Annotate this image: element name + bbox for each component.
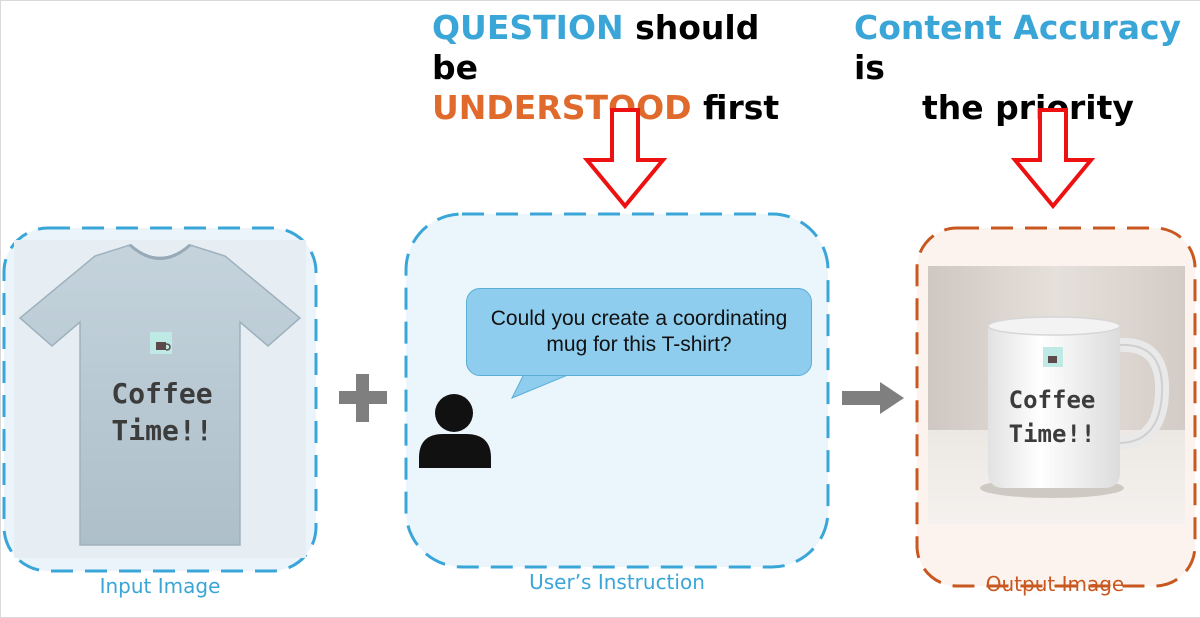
mug-print-line2: Time!! (1009, 420, 1096, 448)
headline-should-be: should be (432, 8, 760, 87)
headline-first: first (703, 88, 780, 127)
instruction-text: Could you create a coordinating mug for … (490, 307, 788, 356)
red-arrow-left-icon (582, 108, 668, 210)
input-image-caption: Input Image (99, 574, 221, 598)
headline-the-priority: the priority (922, 88, 1134, 127)
plus-icon (339, 374, 387, 422)
headline-content-accuracy-words: Content Accuracy (854, 8, 1182, 47)
headline-understood-word: UNDERSTOOD (432, 88, 692, 127)
instruction-panel (404, 212, 830, 569)
tshirt-image: Coffee Time!! (14, 240, 306, 558)
headline-content-accuracy: Content Accuracy is the priority (854, 8, 1194, 128)
headline-question-word: QUESTION (432, 8, 624, 47)
tshirt-print-line1: Coffee (111, 377, 212, 410)
headline-is: is (854, 48, 885, 87)
output-image-caption: Output Image (985, 572, 1125, 596)
mug-print-line1: Coffee (1009, 386, 1096, 414)
speech-bubble: Could you create a coordinating mug for … (466, 288, 812, 376)
gray-arrow-icon (842, 382, 904, 414)
user-instruction-caption: User’s Instruction (529, 570, 705, 594)
headline-question-understood: QUESTION should be UNDERSTOOD first (432, 8, 812, 128)
red-arrow-right-icon (1010, 108, 1096, 210)
tshirt-print-line2: Time!! (111, 414, 212, 447)
mug-image: Coffee Time!! (928, 266, 1185, 524)
user-icon (419, 394, 491, 468)
